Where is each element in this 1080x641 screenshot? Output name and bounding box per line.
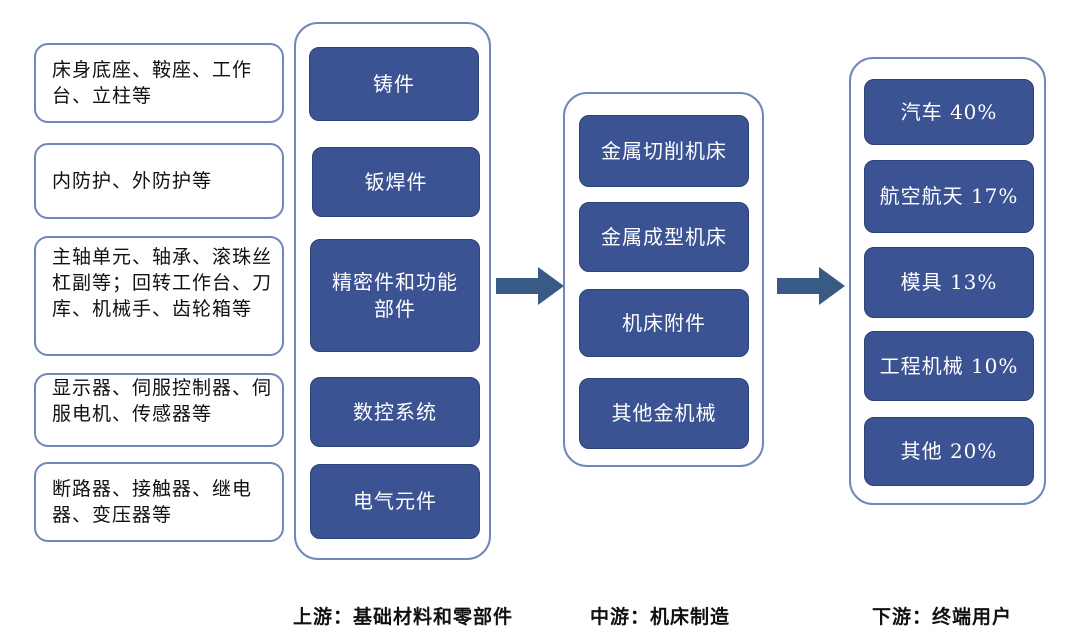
upstream-desc-5-text: 断路器、接触器、继电器、变压器等 bbox=[52, 478, 253, 526]
upstream-desc-4-text: 显示器、伺服控制器、伺服电机、传感器等 bbox=[52, 377, 273, 425]
downstream-stage-label: 下游：终端用户 bbox=[872, 606, 1013, 628]
upstream-desc-1-text: 床身底座、鞍座、工作台、立柱等 bbox=[52, 59, 253, 107]
midstream-item-1: 金属切削机床 bbox=[579, 115, 749, 187]
downstream-item-2: 航空航天 17% bbox=[864, 160, 1034, 233]
midstream-item-2: 金属成型机床 bbox=[579, 202, 749, 272]
upstream-desc-1: 床身底座、鞍座、工作台、立柱等 bbox=[34, 43, 284, 123]
upstream-component-3: 精密件和功能部件 bbox=[310, 239, 480, 352]
midstream-item-2-label: 金属成型机床 bbox=[601, 224, 727, 249]
arrow-right-icon bbox=[777, 267, 845, 305]
upstream-desc-4: 显示器、伺服控制器、伺服电机、传感器等 bbox=[34, 373, 284, 447]
upstream-component-5: 电气元件 bbox=[310, 464, 480, 539]
downstream-item-5: 其他 20% bbox=[864, 417, 1034, 486]
midstream-item-3: 机床附件 bbox=[579, 289, 749, 357]
upstream-desc-3-text: 主轴单元、轴承、滚珠丝杠副等；回转工作台、刀库、机械手、齿轮箱等 bbox=[52, 246, 273, 320]
upstream-component-3-label: 精密件和功能部件 bbox=[332, 269, 458, 321]
upstream-desc-2-text: 内防护、外防护等 bbox=[52, 170, 213, 192]
midstream-item-4: 其他金机械 bbox=[579, 378, 749, 449]
midstream-item-4-label: 其他金机械 bbox=[611, 401, 717, 425]
downstream-item-2-label: 航空航天 17% bbox=[879, 184, 1019, 208]
midstream-item-1-label: 金属切削机床 bbox=[601, 138, 727, 163]
upstream-component-1-label: 铸件 bbox=[373, 71, 415, 96]
midstream-item-3-label: 机床附件 bbox=[622, 310, 706, 335]
downstream-item-3: 模具 13% bbox=[864, 247, 1034, 318]
upstream-component-4-label: 数控系统 bbox=[353, 399, 437, 424]
upstream-component-2: 钣焊件 bbox=[312, 147, 480, 217]
downstream-item-3-label: 模具 13% bbox=[900, 270, 998, 294]
upstream-desc-5: 断路器、接触器、继电器、变压器等 bbox=[34, 462, 284, 542]
downstream-item-5-label: 其他 20% bbox=[900, 439, 998, 463]
downstream-item-4-label: 工程机械 10% bbox=[879, 353, 1019, 378]
upstream-component-2-label: 钣焊件 bbox=[364, 169, 428, 194]
arrow-right-icon bbox=[496, 267, 564, 305]
upstream-desc-2: 内防护、外防护等 bbox=[34, 143, 284, 219]
midstream-stage-label: 中游：机床制造 bbox=[590, 606, 731, 628]
upstream-component-1: 铸件 bbox=[309, 47, 479, 121]
upstream-component-4: 数控系统 bbox=[310, 377, 480, 447]
upstream-stage-label: 上游：基础材料和零部件 bbox=[293, 606, 514, 628]
upstream-desc-3: 主轴单元、轴承、滚珠丝杠副等；回转工作台、刀库、机械手、齿轮箱等 bbox=[34, 236, 284, 356]
downstream-item-1: 汽车 40% bbox=[864, 79, 1034, 145]
upstream-component-5-label: 电气元件 bbox=[353, 489, 437, 513]
downstream-item-1-label: 汽车 40% bbox=[900, 99, 998, 124]
downstream-item-4: 工程机械 10% bbox=[864, 331, 1034, 401]
